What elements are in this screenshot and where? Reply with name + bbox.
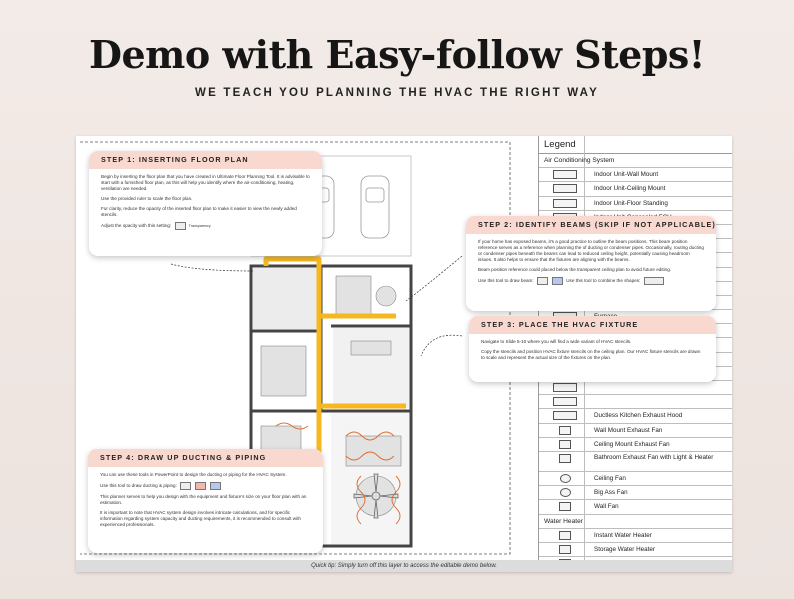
step-2-text-1: If your home has exposed beams, it's a g… [478,239,704,262]
step-4-text-1: You can use these tools in PowerPoint to… [100,472,287,477]
line-tool-icon[interactable] [180,482,192,490]
step-4-card: STEP 4: DRAW UP DUCTING & PIPING You can… [88,449,323,553]
legend-row: Wall Mount Exhaust Fan [539,424,732,438]
legend-row: Storage Water Heater [539,543,732,558]
legend-row: Ductless Kitchen Exhaust Hood [539,409,732,424]
freeform-tool-icon[interactable] [210,482,222,490]
blank-icon [553,397,577,407]
step-2-text-3: Use this tool to draw beam: [478,278,534,284]
kitchen-hood-icon [553,411,577,421]
legend-row-label: Big Ass Fan [594,489,628,497]
storage-heater-icon [559,544,571,554]
legend-row-label: Ductless Kitchen Exhaust Hood [594,412,683,420]
step-3-text-1: Navigate to Slide 5-10 where you will fi… [481,339,632,344]
curve-tool-icon[interactable] [195,482,207,490]
merge-shapes-tool-icon[interactable] [643,277,664,285]
legend-row: Indoor Unit-Wall Mount [539,168,732,183]
legend-title: Legend [539,136,732,154]
step-1-card: STEP 1: INSERTING FLOOR PLAN Begin by in… [89,151,322,256]
step-4-title: STEP 4: DRAW UP DUCTING & PIPING [88,449,323,467]
legend-row-label: Bathroom Exhaust Fan with Light & Heater [594,453,714,461]
quick-tip-bar: Quick tip: Simply turn off this layer to… [76,560,732,572]
step-3-card: STEP 3: PLACE THE HVAC FIXTURE Navigate … [469,316,716,382]
legend-category: Air Conditioning System [539,154,732,169]
legend-row-label: Indoor Unit-Floor Standing [594,199,668,207]
step-4-text-4: It is important to note that HVAC system… [100,510,301,527]
legend-row: Big Ass Fan [539,486,732,501]
step-4-text-3: This planner serves to help you design w… [100,494,307,505]
legend-row: Ceiling Fan [539,472,732,487]
legend-row: Indoor Unit-Ceiling Mount [539,182,732,197]
bathroom-fan-icon [559,453,571,463]
big-fan-icon [560,488,571,498]
legend-row-label: Wall Fan [594,503,619,511]
ceiling-fan-symbol [353,473,399,519]
legend-row [539,395,732,410]
legend-row-label: Ceiling Mount Exhaust Fan [594,440,670,448]
ceiling-fan-icon [560,473,571,483]
step-1-text-3: For clarity, reduce the opacity of the i… [101,206,297,217]
step-1-text-4: Adjust the opacity with this setting: [101,223,172,229]
bathroom-floor [253,268,319,329]
step-3-title: STEP 3: PLACE THE HVAC FIXTURE [469,316,716,334]
step-3-text-2: Copy the stencils and position HVAC fixt… [481,349,701,360]
transparency-tool-icon[interactable] [174,222,186,230]
legend-row [539,381,732,396]
wall-exhaust-fan-icon [559,425,571,435]
step-4-text-2: Use this tool to draw ducting & piping: [100,483,177,489]
step-1-title: STEP 1: INSERTING FLOOR PLAN [89,151,322,169]
legend-row: Wall Fan [539,500,732,515]
wall-fan-icon [559,502,571,512]
page-subtitle: WE TEACH YOU PLANNING THE HVAC THE RIGHT… [195,87,599,99]
legend-row: Instant Water Heater [539,529,732,543]
step-2-card: STEP 2: IDENTIFY BEAMS (SKIP IF NOT APPL… [466,216,716,311]
legend-row: Indoor Unit-Floor Standing [539,197,732,211]
rectangle-tool-icon[interactable] [536,277,548,285]
ceiling-exhaust-fan-icon [559,439,571,449]
step-1-text-2: Use the provided ruler to scale the floo… [101,196,193,201]
kitchen-floor [333,328,409,408]
legend-row: Ceiling Mount Exhaust Fan [539,438,732,452]
legend-row-label: Ceiling Fan [594,474,626,482]
step-2-text-2: Beam position reference could placed bel… [478,267,672,272]
page-title: Demo with Easy-follow Steps! [89,32,705,77]
legend-row-label: Instant Water Heater [594,531,652,539]
transparency-tool-label: Transparency [188,224,211,229]
legend-row-label: Storage Water Heater [594,545,656,553]
legend-row: Bathroom Exhaust Fan with Light & Heater [539,452,732,472]
piping-path [275,422,401,525]
legend-category: Water Heater [539,515,732,529]
shape-tool-icon[interactable] [551,277,563,285]
blank-icon [553,383,577,392]
step-1-text-1: Begin by inserting the floor plan that y… [101,174,310,191]
legend-row-label: Wall Mount Exhaust Fan [594,426,663,434]
step-2-title: STEP 2: IDENTIFY BEAMS (SKIP IF NOT APPL… [466,216,716,234]
floor-standing-ac-icon [553,198,577,208]
instant-heater-icon [559,530,571,540]
wall-mount-ac-icon [553,170,577,180]
ceiling-mount-ac-icon [553,184,577,194]
legend-row-label: Indoor Unit-Ceiling Mount [594,185,666,193]
step-2-text-4: Use this tool to combine the shapes: [566,278,641,284]
legend-row-label: Indoor Unit-Wall Mount [594,171,659,179]
